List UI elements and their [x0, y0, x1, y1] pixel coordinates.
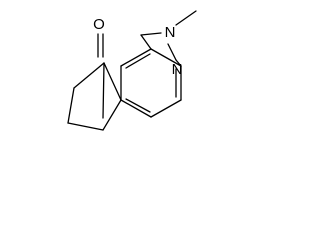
pyrazole-ring	[140, 10, 197, 67]
bond-benz-5	[120, 48, 152, 67]
bond-c6-c5	[67, 122, 104, 131]
nitrogen-1-atom-label: N	[172, 61, 183, 78]
bond-benz-2	[150, 99, 182, 118]
bond-c7-c6	[67, 87, 75, 124]
benzene-ring	[120, 48, 182, 118]
bond-benz-1	[120, 99, 152, 118]
cyclopentanone-ring	[67, 33, 122, 131]
bond-pyr-c3-n2	[140, 32, 162, 36]
bond-benz-4	[150, 48, 182, 67]
bond-c8-c7	[73, 62, 105, 89]
atom-labels: O N N	[93, 16, 182, 78]
nitrogen-2-atom-label: N	[165, 24, 176, 41]
bond-benz-5-inner	[125, 53, 151, 69]
bond-pyr-n1-c	[175, 59, 182, 67]
oxygen-atom-label: O	[93, 16, 105, 33]
chemical-structure-diagram: O N N	[67, 10, 197, 131]
bond-benz-1-inner	[125, 98, 151, 113]
bond-c5-c5a	[102, 99, 122, 131]
bond-c8-c7b	[102, 62, 105, 119]
bond-n-methyl	[175, 10, 197, 26]
bond-pyr-c-c	[140, 34, 152, 50]
bond-c8-c8a	[103, 62, 122, 101]
bond-pyr-n2-n1	[167, 43, 177, 61]
